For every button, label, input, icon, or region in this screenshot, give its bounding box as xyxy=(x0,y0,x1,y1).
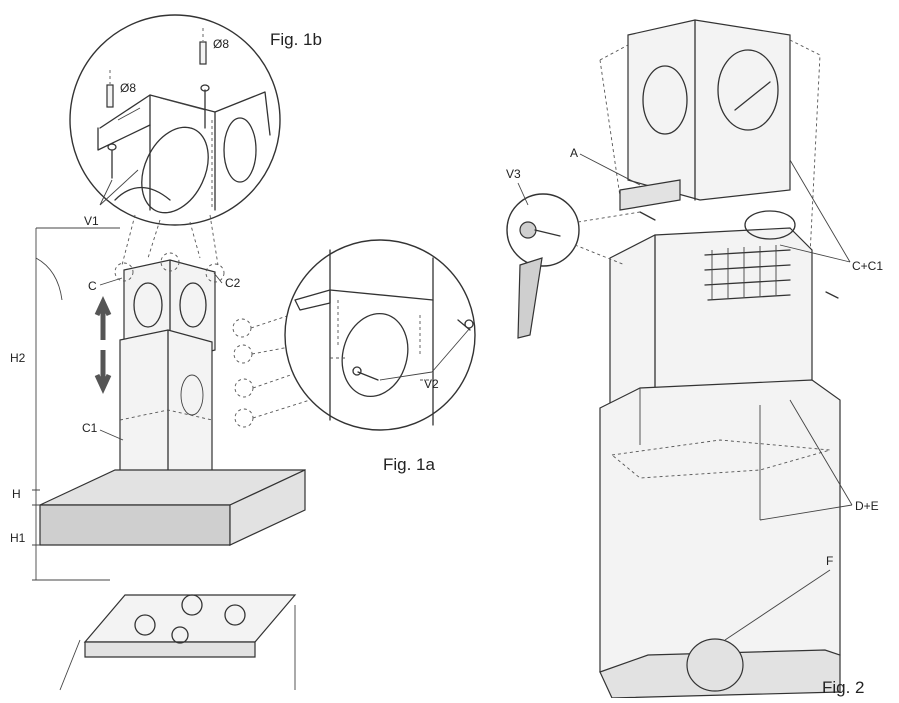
fig-1a-detail-circle xyxy=(284,239,476,431)
c2-label: C2 xyxy=(225,276,241,290)
h-label: H xyxy=(12,487,21,501)
fig-1a-title: Fig. 1a xyxy=(383,455,436,474)
v1-callout: V1 xyxy=(84,169,139,228)
h2-label: H2 xyxy=(10,351,26,365)
fig-1-hood-assembly xyxy=(32,227,311,691)
f-label: F xyxy=(826,554,833,568)
c1-label: C1 xyxy=(82,421,98,435)
fig-1b-title: Fig. 1b xyxy=(270,30,322,49)
a-label: A xyxy=(570,146,578,160)
v3-label: V3 xyxy=(506,167,521,181)
h1-label: H1 xyxy=(10,531,26,545)
d-e-label: D+E xyxy=(855,499,879,513)
diameter-top-label: Ø8 xyxy=(213,37,229,51)
diameter-left-label: Ø8 xyxy=(120,81,136,95)
fig-1b-detail-circle: Ø8 Ø8 xyxy=(69,14,281,226)
v2-label: V2 xyxy=(424,377,439,391)
c-label: C xyxy=(88,279,97,293)
fig-2-title: Fig. 2 xyxy=(822,678,865,697)
v1-label: V1 xyxy=(84,214,99,228)
c-c1-label: C+C1 xyxy=(852,259,883,273)
fig-2-hood-exploded xyxy=(506,19,841,699)
